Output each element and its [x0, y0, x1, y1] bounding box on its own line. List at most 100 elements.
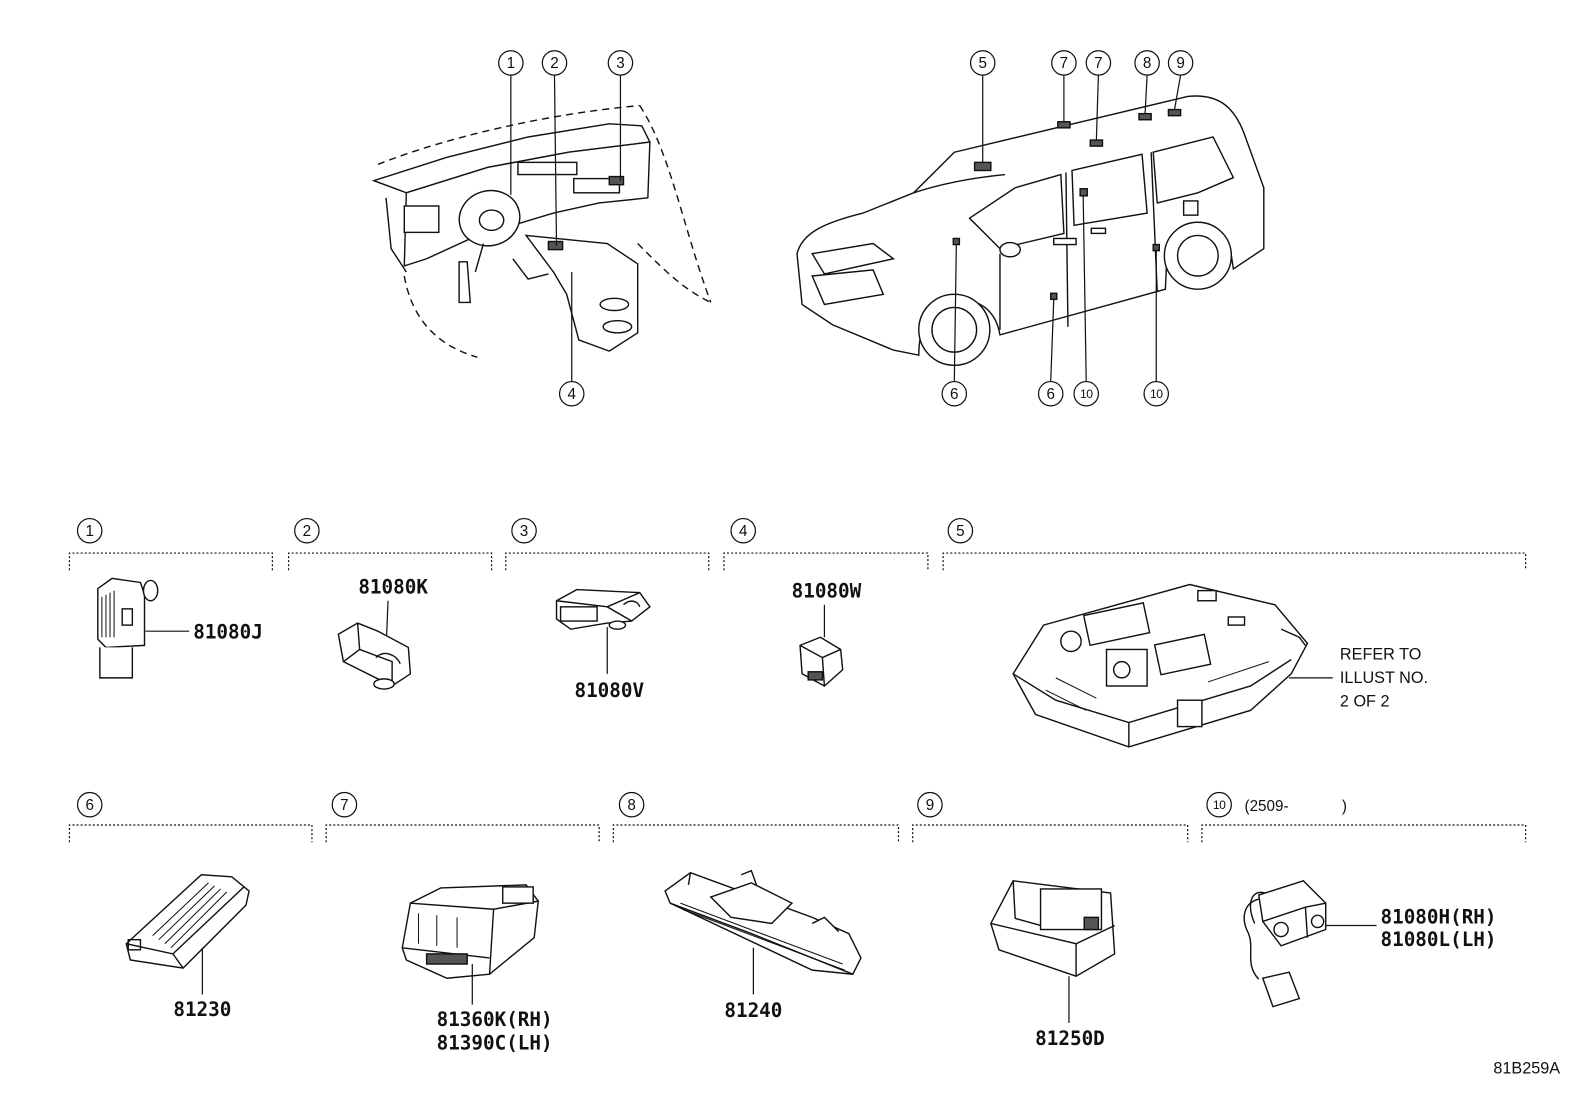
panel-ref-number: 10 [1213, 798, 1226, 812]
callout-number: 8 [1143, 55, 1151, 72]
panel-bracket [1201, 824, 1527, 843]
date-range-start: (2509- [1245, 798, 1289, 815]
panel-6: 6 81230 [68, 791, 313, 1021]
panel-1: 1 81080J [68, 517, 273, 679]
panel-bracket [288, 552, 493, 571]
panel-ref-4: 4 [730, 517, 757, 544]
courtesy-lamp-81230-drawing [125, 874, 250, 969]
panel-4: 4 81080W [723, 517, 929, 687]
panel-ref-number: 1 [85, 523, 93, 540]
panel-ref-number: 9 [926, 797, 934, 814]
part-number: 81360K(RH) [437, 1008, 553, 1031]
callout-number: 2 [550, 55, 558, 72]
panel-ref-number: 7 [340, 797, 348, 814]
part-number: 81250D [1035, 1027, 1105, 1050]
sensor-81080V-drawing [555, 588, 651, 630]
callout-number: 5 [978, 55, 986, 72]
panel-bracket [325, 824, 600, 843]
panel-bracket [505, 552, 710, 571]
sensor-81080K-drawing [337, 622, 412, 690]
leader-line [553, 75, 558, 246]
room-lamp-81240-drawing [664, 869, 862, 975]
callout-number: 3 [616, 55, 624, 72]
refer-note-line: REFER TO [1340, 646, 1421, 664]
part-number: 81080H(RH) [1381, 905, 1497, 928]
panel-bracket [723, 552, 929, 571]
callout-number: 6 [950, 386, 958, 403]
leader-line [1082, 195, 1087, 382]
callout-number: 10 [1150, 387, 1163, 401]
callout-number: 9 [1176, 55, 1184, 72]
panel-ref-6: 6 [76, 791, 103, 818]
panel-5: 5 REFER TO ILLUST NO. 2 OF 2 [942, 517, 1527, 748]
panel-ref-9: 9 [917, 791, 943, 818]
callout-2: 2 [541, 50, 568, 76]
vehicle-illustration [796, 95, 1265, 367]
callout-10: 10 [1073, 380, 1100, 407]
panel-ref-number: 5 [956, 523, 964, 540]
callout-number: 1 [507, 55, 515, 72]
part-number: 81080J [193, 620, 263, 643]
room-lamp-81360K-drawing [401, 884, 539, 979]
refer-note-line: ILLUST NO. [1340, 669, 1428, 687]
panel-bracket [612, 824, 900, 843]
callout-6: 6 [1037, 380, 1064, 407]
callout-number: 7 [1060, 55, 1068, 72]
panel-ref-number: 6 [85, 797, 93, 814]
panel-bracket [912, 824, 1189, 843]
callout-5: 5 [969, 50, 996, 76]
callout-number: 6 [1046, 386, 1054, 403]
panel-bracket [68, 552, 273, 571]
panel-8: 8 81240 [612, 791, 900, 1022]
leader-line [1095, 75, 1100, 141]
callout-number: 4 [568, 386, 577, 403]
callout-number: 10 [1080, 387, 1093, 401]
callout-1: 1 [498, 50, 524, 76]
diagram-code: 81B259A [1493, 1060, 1560, 1078]
panel-bracket [942, 552, 1527, 571]
panel-bracket [68, 824, 313, 843]
panel-ref-1: 1 [76, 517, 103, 544]
date-range-end: ) [1342, 798, 1347, 815]
panel-ref-8: 8 [618, 791, 645, 818]
callout-9: 9 [1167, 50, 1194, 76]
panel-ref-number: 8 [627, 797, 635, 814]
callout-6: 6 [941, 380, 968, 407]
sensor-81080J-drawing [97, 577, 159, 679]
panel-ref-5: 5 [947, 517, 974, 544]
panel-ref-number: 2 [303, 523, 311, 540]
lamp-81250D-drawing [990, 880, 1116, 977]
panel-ref-7: 7 [331, 791, 358, 818]
overhead-console-drawing [1012, 583, 1309, 748]
leader-line [953, 244, 957, 382]
callout-10: 10 [1143, 380, 1170, 407]
panel-ref-number: 4 [739, 523, 748, 540]
leader-line [1173, 74, 1182, 110]
callout-7: 7 [1085, 50, 1112, 76]
panel-9: 9 81250D [912, 791, 1189, 1050]
part-number: 81080L(LH) [1381, 928, 1497, 951]
leader-line [1050, 299, 1055, 382]
part-number: 81240 [724, 999, 782, 1022]
callout-number: 7 [1094, 55, 1102, 72]
part-number: 81230 [173, 998, 231, 1021]
panel-3: 3 81080V [505, 517, 710, 702]
leader-line [1144, 75, 1148, 114]
callout-4: 4 [558, 380, 585, 407]
panel-ref-10: 10 [1206, 791, 1232, 818]
panel-ref-2: 2 [294, 517, 320, 544]
sensor-81080W-drawing [799, 636, 844, 687]
refer-note-line: 2 OF 2 [1340, 692, 1390, 710]
panel-ref-3: 3 [511, 517, 537, 544]
callout-8: 8 [1134, 50, 1160, 76]
sensor-81080H-drawing [1243, 880, 1327, 1008]
panel-7: 7 81360K(RH) 81390C(LH) [325, 791, 600, 1054]
panel-ref-number: 3 [520, 523, 528, 540]
panel-2: 2 81080K [288, 517, 493, 690]
panel-10: 10 (2509- ) 81080H(RH) 81080L(LH) [1201, 791, 1527, 1008]
callout-7: 7 [1051, 50, 1077, 76]
part-number: 81080K [358, 576, 428, 599]
dashboard-illustration [371, 104, 712, 358]
callout-3: 3 [607, 50, 634, 76]
